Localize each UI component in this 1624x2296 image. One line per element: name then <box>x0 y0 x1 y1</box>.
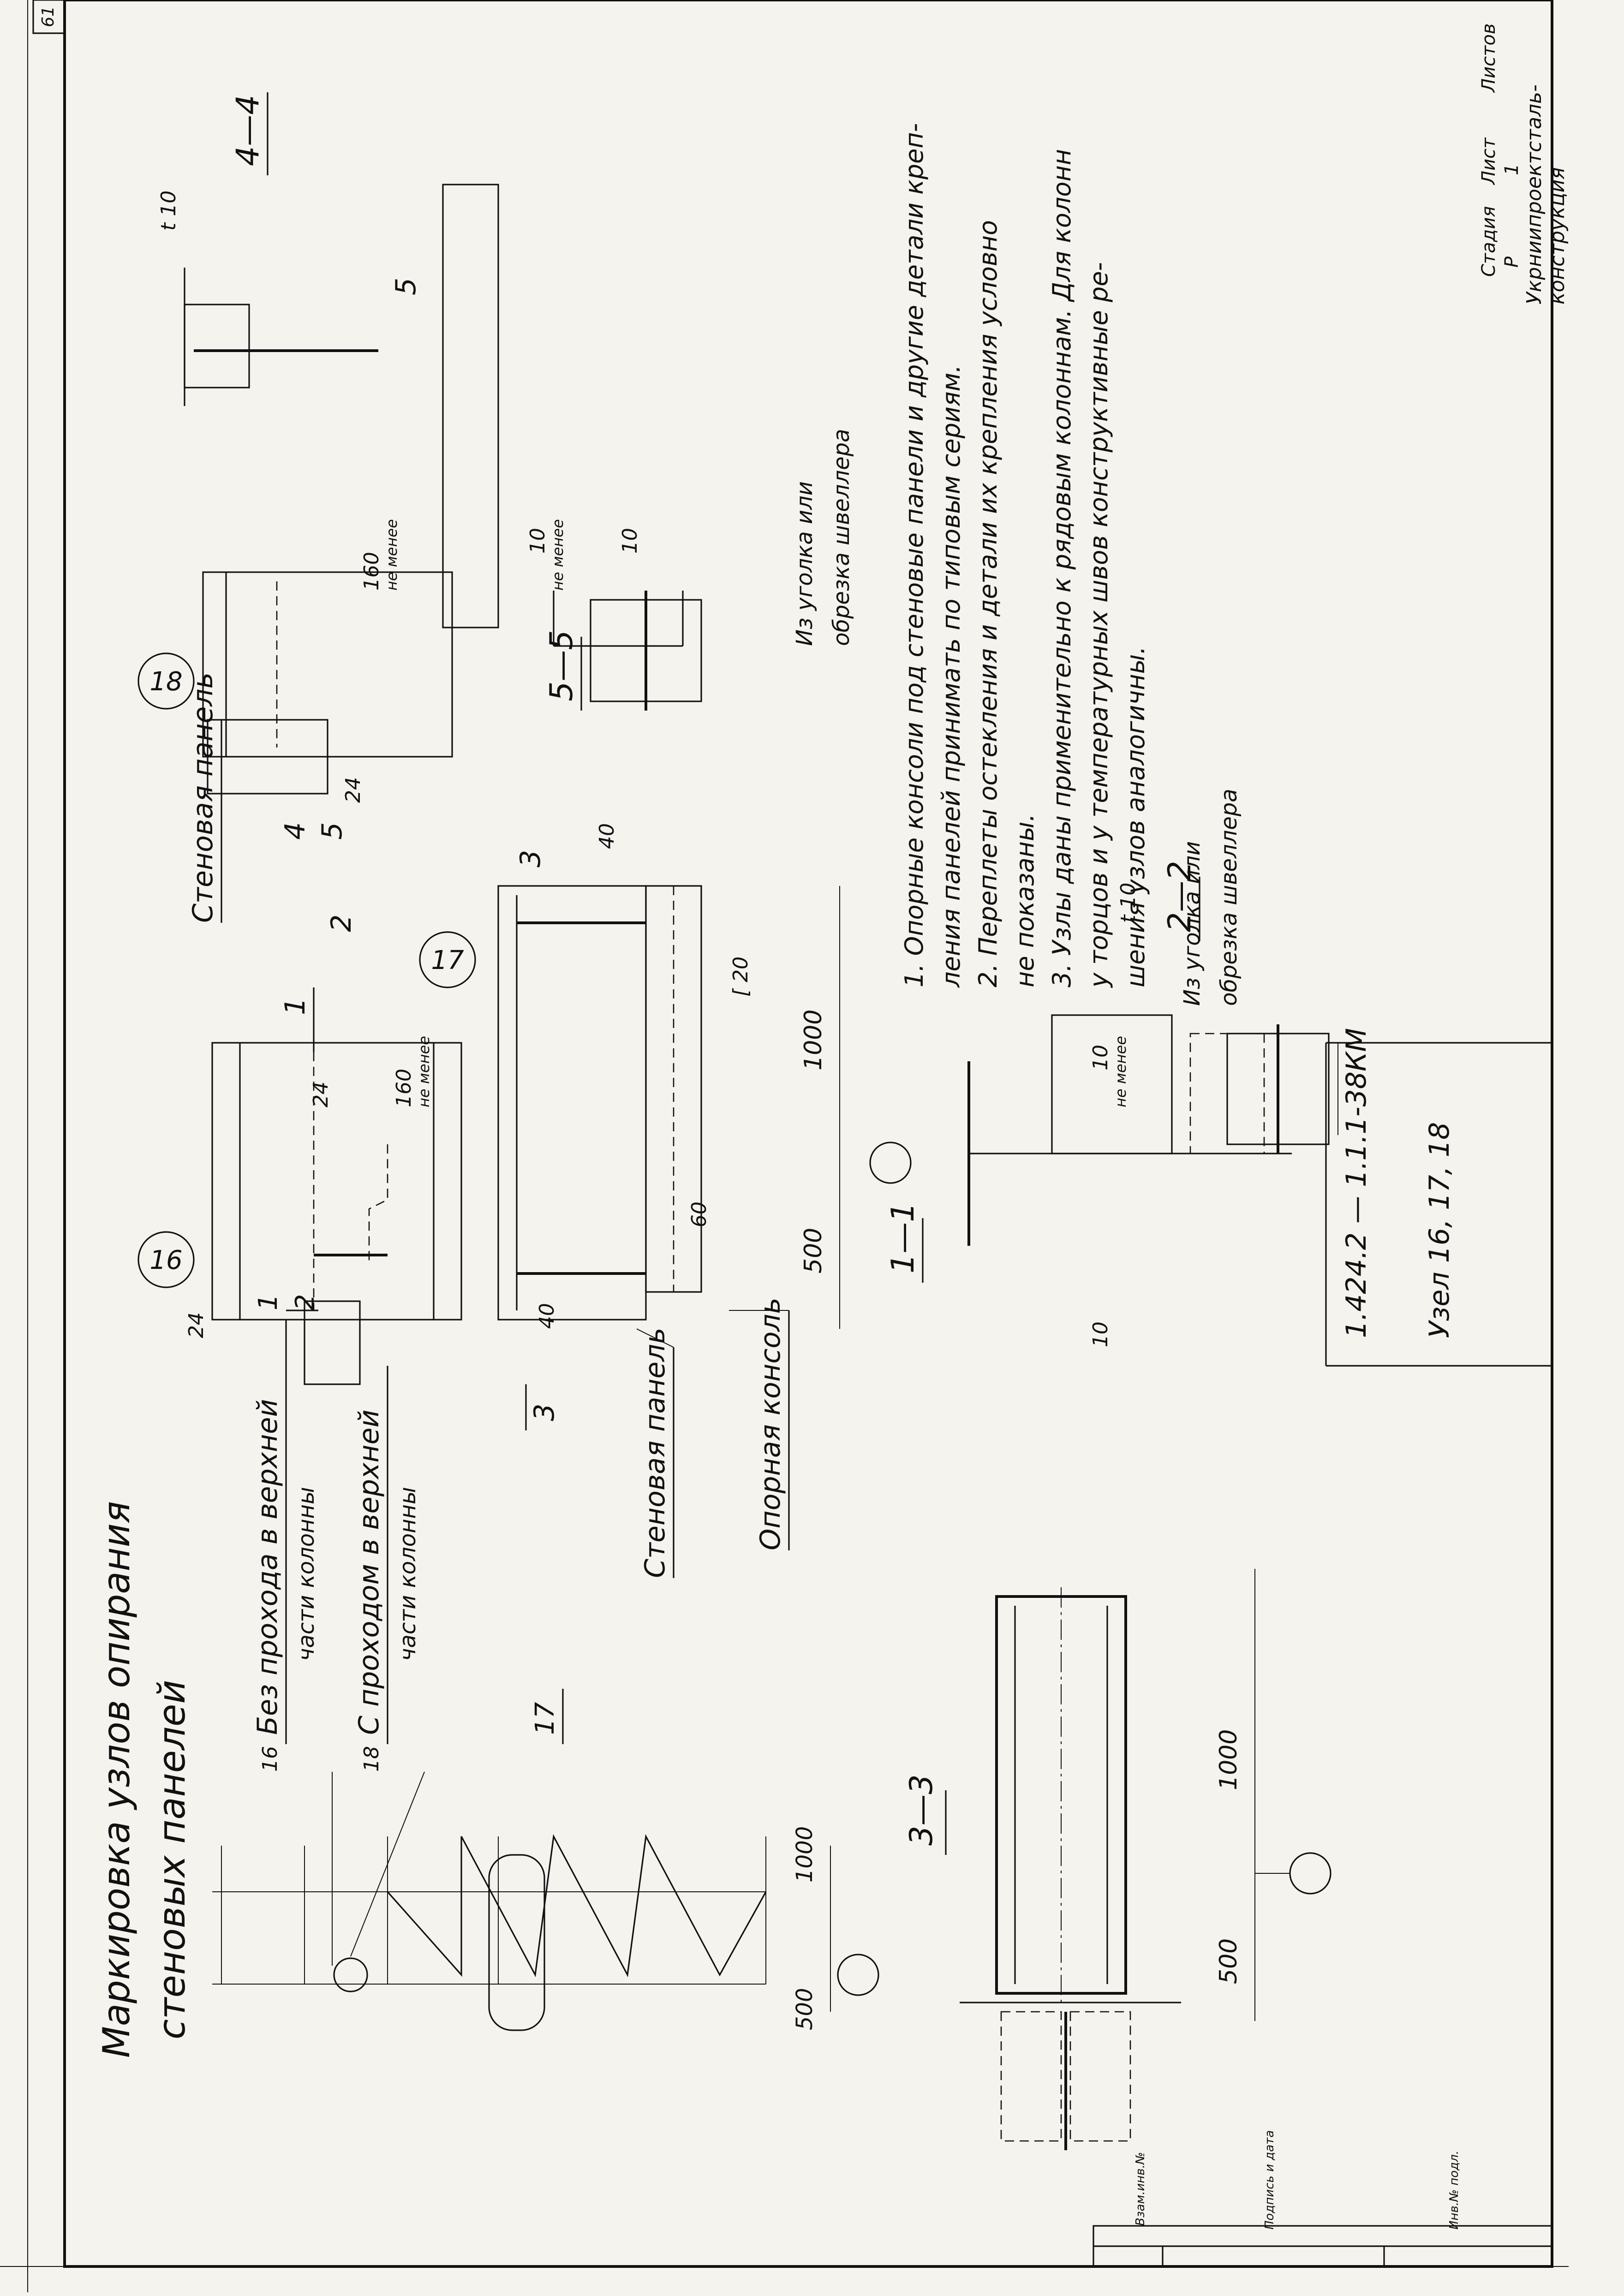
s55-dim-10b: 10 <box>618 528 642 554</box>
legend-text-16: Без прохода в верхней <box>251 1399 284 1735</box>
node18-sec5: 5 <box>316 822 348 840</box>
s22-title: 2—2 <box>1162 861 1198 932</box>
keyplan-dim-500: 500 <box>792 1988 818 2030</box>
page-number: 61 <box>39 6 58 27</box>
node17-dim-60: 60 <box>687 1202 711 1227</box>
s44-title: 4—4 <box>230 95 266 166</box>
tb-doc-code: 1.424.2 — 1.1.1-38КМ <box>1340 1028 1373 1338</box>
keyplan-dim-1000: 1000 <box>792 1826 818 1883</box>
node16-sec2: 2 <box>325 915 358 932</box>
node18-dim-160: 160 <box>360 552 383 591</box>
node18-dim-24: 24 <box>341 777 365 803</box>
s33-dim-500: 500 <box>1215 1938 1242 1984</box>
legend-text-18b: части колонны <box>395 1487 421 1661</box>
s11-title: 1—1 <box>885 1202 921 1274</box>
note-line-4: не показаны. <box>1010 813 1039 987</box>
tb-sheet-label: Лист <box>1478 137 1499 185</box>
s55-note1: Из уголка или <box>792 481 818 646</box>
legend-text-18: С проходом в верхней <box>353 1410 385 1735</box>
s55-not-less: не менее <box>549 519 567 591</box>
note-line-1: 1. Опорные консоли под стеновые панели и… <box>900 123 929 987</box>
heading-line2: стеновых панелей <box>150 1680 193 2039</box>
node18-label: 18 <box>149 667 182 697</box>
tb-org2: конструкция <box>1546 167 1569 305</box>
tb-sheet: 1 <box>1501 164 1522 175</box>
node17-sec-bot: 3 <box>528 1404 561 1421</box>
node16-sec1: 1 <box>279 998 311 1015</box>
node17-dim-40-bot: 40 <box>535 1303 559 1329</box>
section-3-3: 3—3 500 1000 <box>903 1569 1331 2150</box>
node-17: 17 [ 20 500 1000 40 40 60 3 3 Стеновая п… <box>419 823 912 1578</box>
s22-dim-10a: 10 <box>1089 1045 1112 1070</box>
s55-note2: обрезка швеллера <box>829 429 854 646</box>
s15-title: 5 <box>390 278 422 295</box>
note-line-7: шения узлов аналогичны. <box>1121 646 1150 987</box>
note-line-6: у торцов и у температурных швов конструк… <box>1084 262 1113 988</box>
node16-not-less: не менее <box>415 1036 433 1107</box>
side-stamp: Взам.инв.№ Подпись и дата Инв.№ подл. <box>1093 2130 1553 2267</box>
node17-wall-panel: Стеновая панель <box>639 1327 671 1578</box>
s33-title: 3—3 <box>903 1774 940 1846</box>
node17-sec-top: 3 <box>514 850 547 867</box>
node17-support-console: Опорная консоль <box>754 1297 787 1550</box>
stamp-inv: Взам.инв.№ <box>1134 2152 1147 2226</box>
title-block: 1.424.2 — 1.1.1-38КМ Узел 16, 17, 18 Ста… <box>1325 24 1569 1367</box>
section-5-5: 5—5 10 не менее 10 Из уголка или обрезка… <box>526 429 854 711</box>
note-line-5: 3. Узлы даны применительно к рядовым кол… <box>1047 149 1076 987</box>
stamp-sign: Подпись и дата <box>1263 2130 1277 2230</box>
note-line-2: ления панелей принимать по типовым серия… <box>937 365 966 988</box>
legend-num-16: 16 <box>258 1746 282 1772</box>
node17-label: 17 <box>431 945 464 975</box>
s22-note2: обрезка швеллера <box>1216 789 1242 1006</box>
node16-dim-160: 160 <box>392 1069 416 1107</box>
node17-dim-40-top: 40 <box>595 823 619 849</box>
section-4-4: 4—4 t 10 <box>157 92 378 406</box>
s55-title: 5—5 <box>543 630 580 701</box>
note-line-3: 2. Переплеты остекления и детали их креп… <box>973 220 1003 987</box>
s11-thickness: t 10 <box>1116 883 1140 923</box>
node-18: 18 Стеновая панель 4 5 24 160 не менее <box>137 519 453 923</box>
node17-channel: [ 20 <box>729 957 752 997</box>
node16-dim-24-bot: 24 <box>185 1312 208 1338</box>
s44-thickness: t 10 <box>157 191 180 231</box>
s33-dim-1000: 1000 <box>1215 1729 1242 1790</box>
legend-text-16b: части колонны <box>293 1487 319 1661</box>
legend-17: 17 <box>530 1702 560 1735</box>
legend-mark-1: 1 <box>253 1294 283 1310</box>
s22-dim-10b: 10 <box>1089 1321 1112 1347</box>
s55-dim-10a: 10 <box>526 528 549 554</box>
node-16: 16 24 24 160 не менее 1 2 <box>137 915 462 1385</box>
s22-note1: Из уголка или <box>1179 841 1205 1006</box>
section-2-2: 2—2 10 не менее 10 Из уголка или обрезка… <box>1089 789 1338 1347</box>
node18-sec4: 4 <box>279 822 311 840</box>
node17-dim-1000: 1000 <box>800 1010 827 1070</box>
page-number-box <box>32 0 66 34</box>
legend-num-18: 18 <box>360 1746 383 1772</box>
tb-stage-label: Стадия <box>1478 206 1499 277</box>
node18-wall-panel: Стеновая панель <box>187 672 219 923</box>
node16-label: 16 <box>149 1245 182 1275</box>
node17-dim-500: 500 <box>800 1228 827 1274</box>
section-15: 5 <box>390 184 499 628</box>
s22-not-less: не менее <box>1112 1036 1129 1107</box>
tb-stage: Р <box>1501 256 1522 268</box>
node16-dim-24-top: 24 <box>309 1082 333 1107</box>
node18-not-less: не менее <box>383 519 400 591</box>
tb-sheets-label: Листов <box>1478 24 1499 93</box>
tb-org: Укрниипроектсталь- <box>1522 84 1546 305</box>
tb-sheet-title: Узел 16, 17, 18 <box>1423 1122 1456 1338</box>
heading-line1: Маркировка узлов опирания <box>95 1501 138 2058</box>
notes: 1. Опорные консоли под стеновые панели и… <box>900 123 1150 988</box>
stamp-orig: Инв.№ подл. <box>1447 2151 1461 2230</box>
